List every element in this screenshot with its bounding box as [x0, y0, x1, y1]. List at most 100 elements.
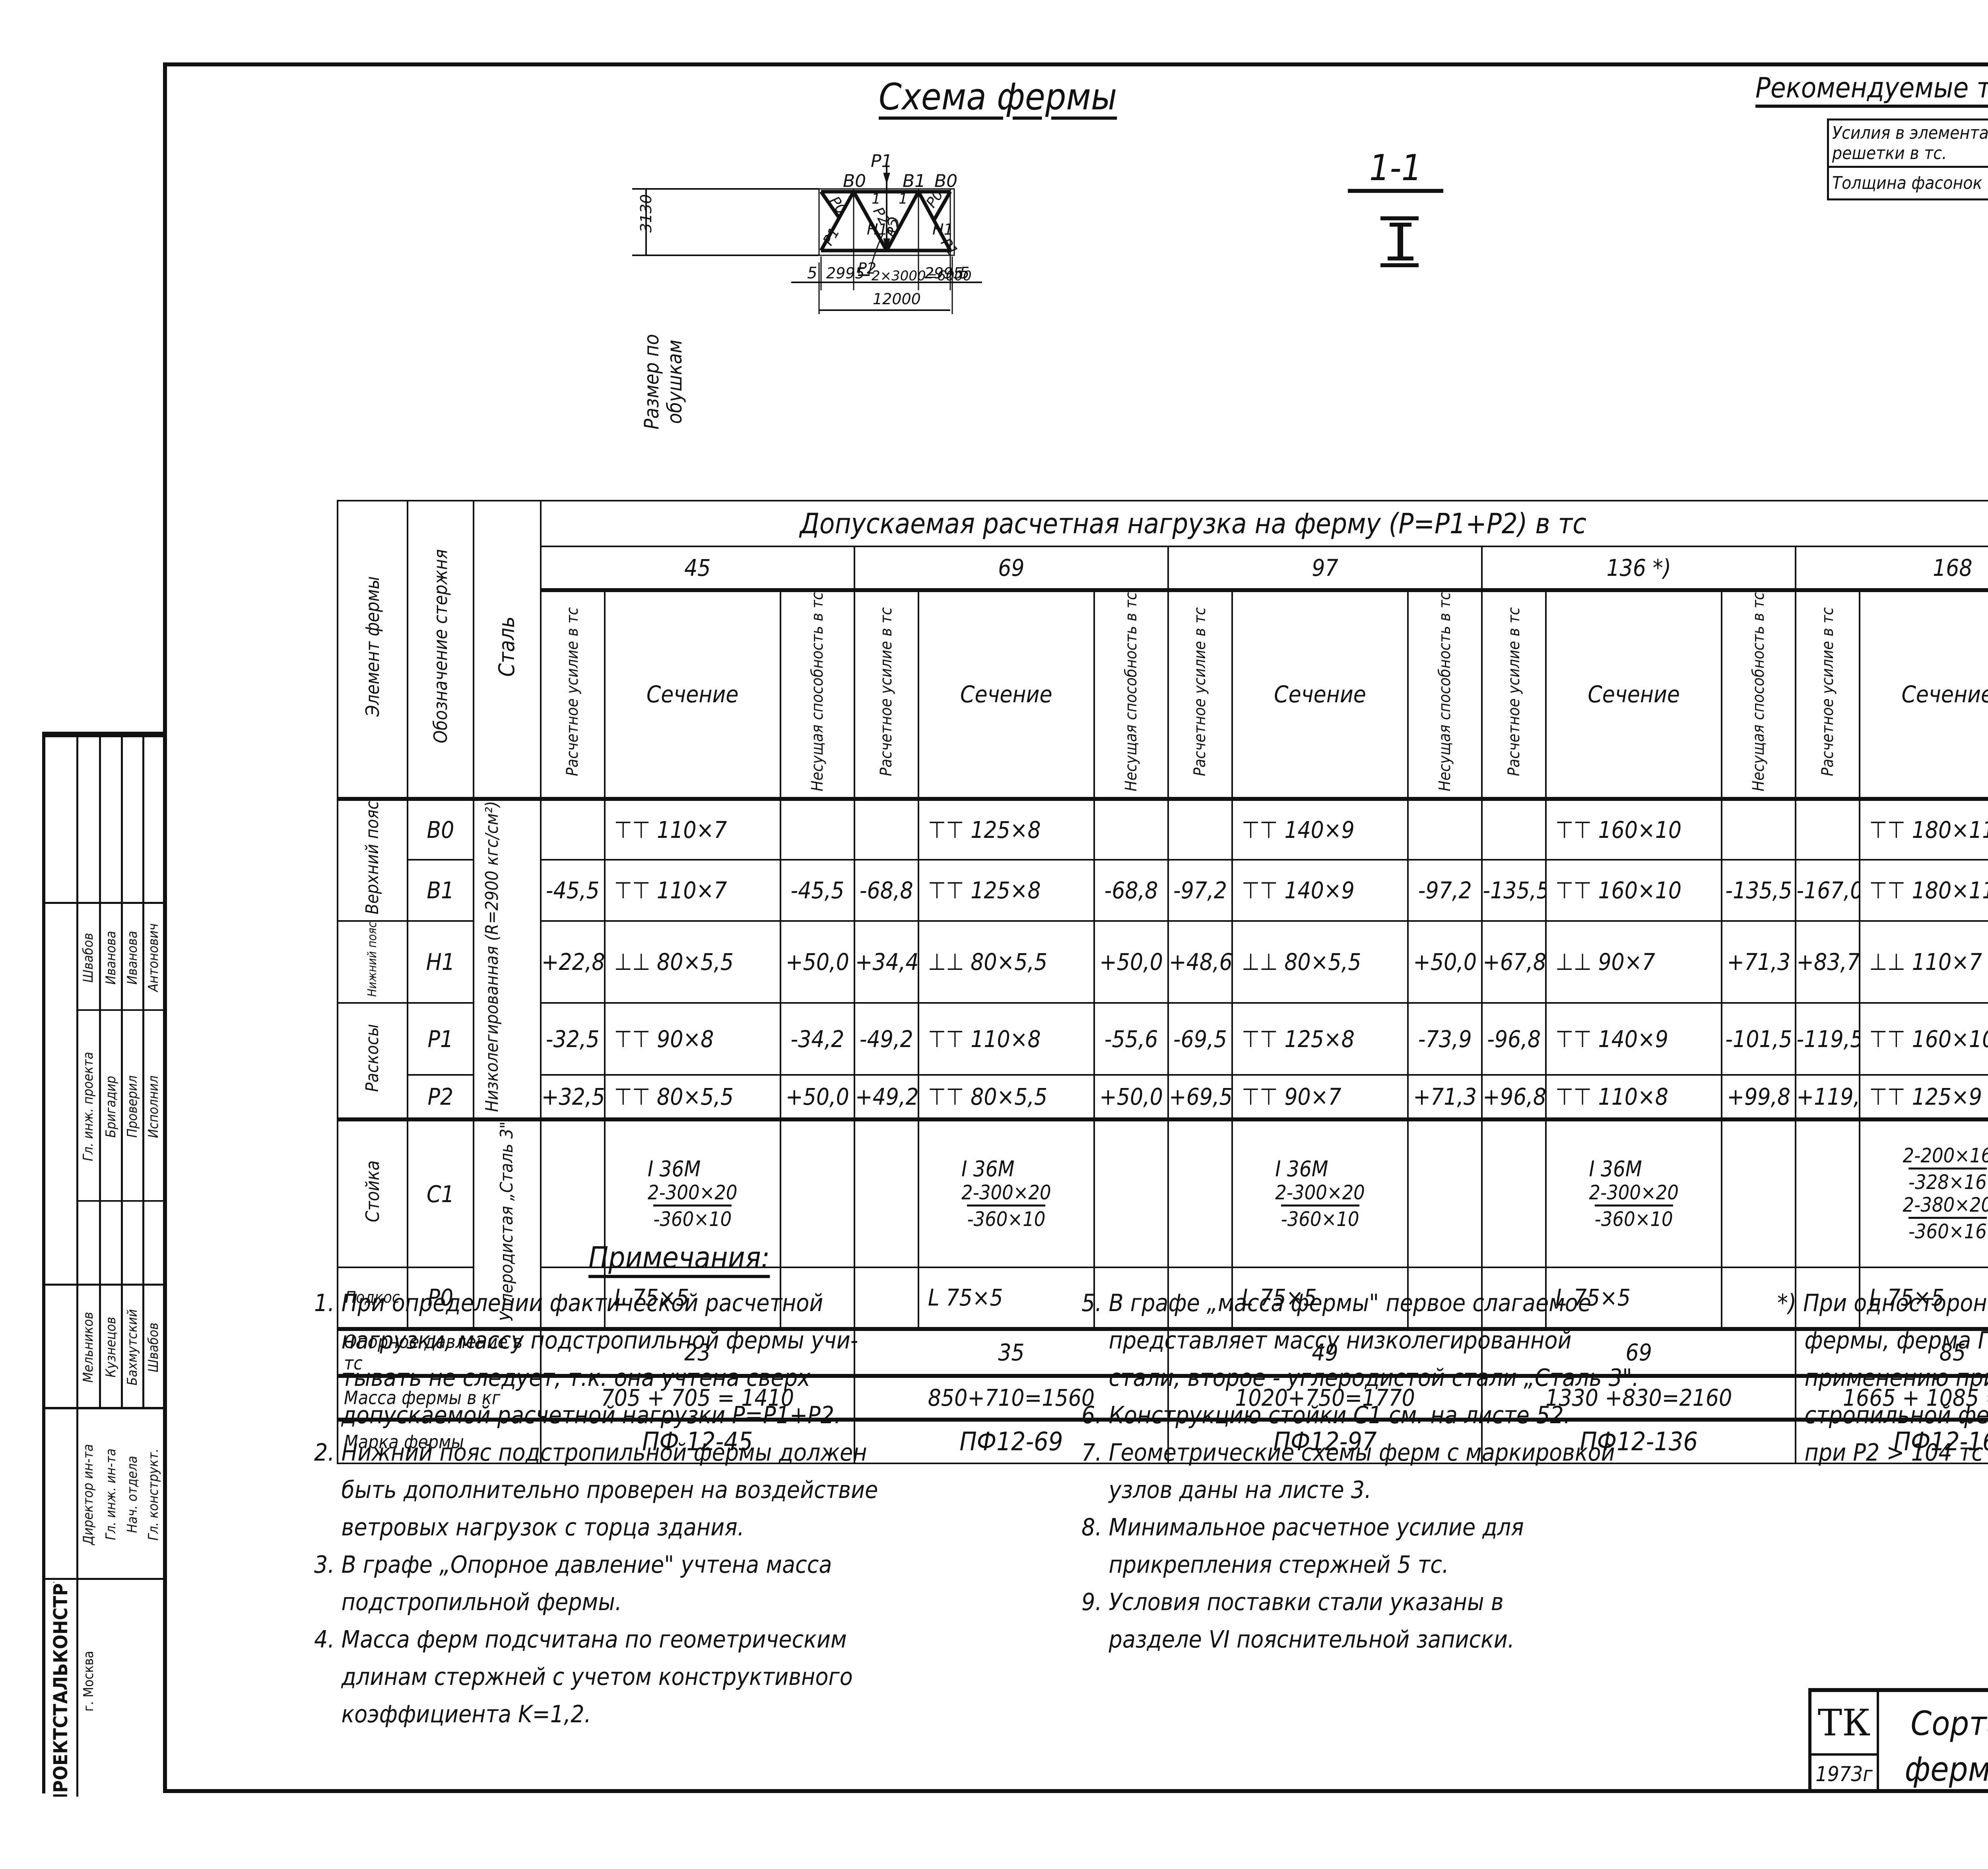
section: ⊤⊤ 140×9: [1231, 859, 1409, 922]
svg-text:P1: P1: [871, 151, 893, 171]
section: ⊥⊥ 80×5,5: [917, 920, 1095, 1004]
subheader-capacity: Несущая способность в тс: [1093, 588, 1169, 800]
design-force: +83,7: [1795, 920, 1861, 1004]
capacity: +71,3: [1721, 920, 1797, 1004]
svg-text:5: 5: [807, 264, 817, 282]
design-force: +48,6: [1167, 920, 1233, 1004]
section: ⊥⊥ 80×5,5: [1231, 920, 1409, 1004]
stamp-name: Швабов: [146, 1322, 161, 1372]
svg-text:3130: 3130: [637, 194, 655, 233]
stamp-name: Кузнецов: [103, 1317, 119, 1378]
section: ⊤⊤ 90×8: [604, 1002, 781, 1076]
note-line: 8. Минимальное расчетное усилие для: [1081, 1513, 1524, 1541]
section: ⊤⊤ 80×5,5: [604, 1074, 781, 1121]
design-force: +119,5: [1795, 1074, 1861, 1121]
element-group: Нижний пояс: [337, 920, 408, 1004]
capacity: [1721, 1267, 1797, 1330]
mass-value: 705 + 705 = 1410: [540, 1374, 855, 1420]
member-mark: C1: [406, 1117, 474, 1269]
capacity: -45,5: [779, 859, 855, 922]
brand-value: ПФ12-168: [1795, 1417, 1988, 1464]
subheader-force: Расчетное усилие в тс: [853, 588, 919, 800]
capacity: [779, 1267, 855, 1330]
title-line-2: ферм пролетом 12 м.: [1905, 1750, 1988, 1789]
gusset-table: Усилия в элементах решетки в тс. до 40 4…: [1827, 119, 1988, 200]
note-line: быть дополнительно проверен на воздейств…: [314, 1476, 878, 1504]
section: ⊥⊥ 80×5,5: [604, 920, 781, 1004]
element-group: Верхний пояс: [337, 797, 408, 922]
gusset-row-label: Толщина фасонок в мм.: [1827, 166, 1988, 200]
title-code: ТК: [1811, 1692, 1879, 1756]
title-block: ТК 1973г Сортамент подстропильных ферм п…: [1808, 1688, 1988, 1793]
note-line: узлов даны на листе 3.: [1081, 1476, 1372, 1504]
stamp-organization: ЦНИИПРОЕКТСТАЛЬКОНСТРУКЦИЯ: [50, 1582, 72, 1797]
capacity: +50,0: [1093, 920, 1169, 1004]
design-force: -49,2: [853, 1002, 919, 1076]
svg-text:B0: B0: [843, 171, 866, 191]
note-line: 5. В графе „масса фермы" первое слагаемо…: [1081, 1289, 1592, 1317]
stamp-role: Бригадир: [103, 1076, 119, 1138]
section: ⊤⊤ 90×7: [1231, 1074, 1409, 1121]
load-value-header: 69: [853, 546, 1169, 591]
design-force: [1167, 1117, 1233, 1269]
note-line: коэффициента K=1,2.: [314, 1700, 591, 1728]
note-line: тывать не следует, т.к. она учтена сверх: [314, 1364, 811, 1392]
subheader-force: Расчетное усилие в тс: [540, 588, 606, 800]
note-line: ветровых нагрузок с торца здания.: [314, 1513, 744, 1541]
capacity: [1093, 1267, 1169, 1330]
member-mark: P0: [406, 1267, 474, 1330]
design-force: [1167, 1267, 1233, 1330]
section: ⊤⊤ 180×11: [1859, 859, 1988, 922]
subheader-force: Расчетное усилие в тс: [1481, 588, 1547, 800]
mass-value: 1020+750=1770: [1167, 1374, 1483, 1420]
load-value-header: 168: [1795, 546, 1988, 591]
capacity: [1721, 1117, 1797, 1269]
capacity: -73,9: [1407, 1002, 1483, 1076]
note-line: допускаемой расчетной нагрузки P=P1+P2.: [314, 1401, 841, 1429]
capacity: +50,0: [1093, 1074, 1169, 1121]
capacity: -135,5: [1721, 859, 1797, 922]
design-force: [1481, 797, 1547, 861]
section: ⊤⊤ 110×7: [604, 859, 781, 922]
brand-value: ПФ12-97: [1167, 1417, 1483, 1464]
subheader-section: Сечение: [604, 588, 781, 800]
design-force: +96,8: [1481, 1074, 1547, 1121]
support-value: 49: [1167, 1327, 1483, 1377]
stamp-role: Гл. конструкт.: [146, 1448, 161, 1541]
capacity: [779, 1117, 855, 1269]
stamp-name: Иванова: [124, 931, 140, 985]
brand-value: ПФ12-136: [1481, 1417, 1797, 1464]
member-mark: P1: [406, 1002, 474, 1076]
capacity: [1093, 1117, 1169, 1269]
section: L 75×5: [604, 1267, 781, 1330]
subheader-section: Сечение: [1231, 588, 1409, 800]
subheader-capacity: Несущая способность в тс: [1721, 588, 1797, 800]
design-force: -167,0: [1795, 859, 1861, 922]
svg-text:H1: H1: [867, 221, 888, 238]
design-force: -119,5: [1795, 1002, 1861, 1076]
note-line: длинам стержней с учетом конструктивного: [314, 1663, 853, 1691]
section: ⊤⊤ 125×8: [1231, 1002, 1409, 1076]
note-line: разделе VI пояснительной записки.: [1081, 1626, 1514, 1653]
design-force: [540, 1117, 606, 1269]
capacity: [1407, 797, 1483, 861]
load-value-header: 45: [540, 546, 855, 591]
col-header-element: Элемент фермы: [337, 500, 408, 800]
section: ⊤⊤ 160×10: [1859, 1002, 1988, 1076]
svg-text:C1: C1: [884, 217, 901, 236]
gusset-row-label: Усилия в элементах решетки в тс.: [1827, 119, 1988, 168]
note-line: 3. В графе „Опорное давление" учтена мас…: [314, 1551, 832, 1579]
design-force: [540, 1267, 606, 1330]
member-mark: H1: [406, 920, 474, 1004]
gusset-title: Рекомендуемые толщины узловых фасонок: [1755, 72, 1988, 104]
design-force: [853, 1117, 919, 1269]
stamp-name: Швабов: [80, 933, 96, 983]
brand-value: ПФ 12-45: [540, 1417, 855, 1464]
